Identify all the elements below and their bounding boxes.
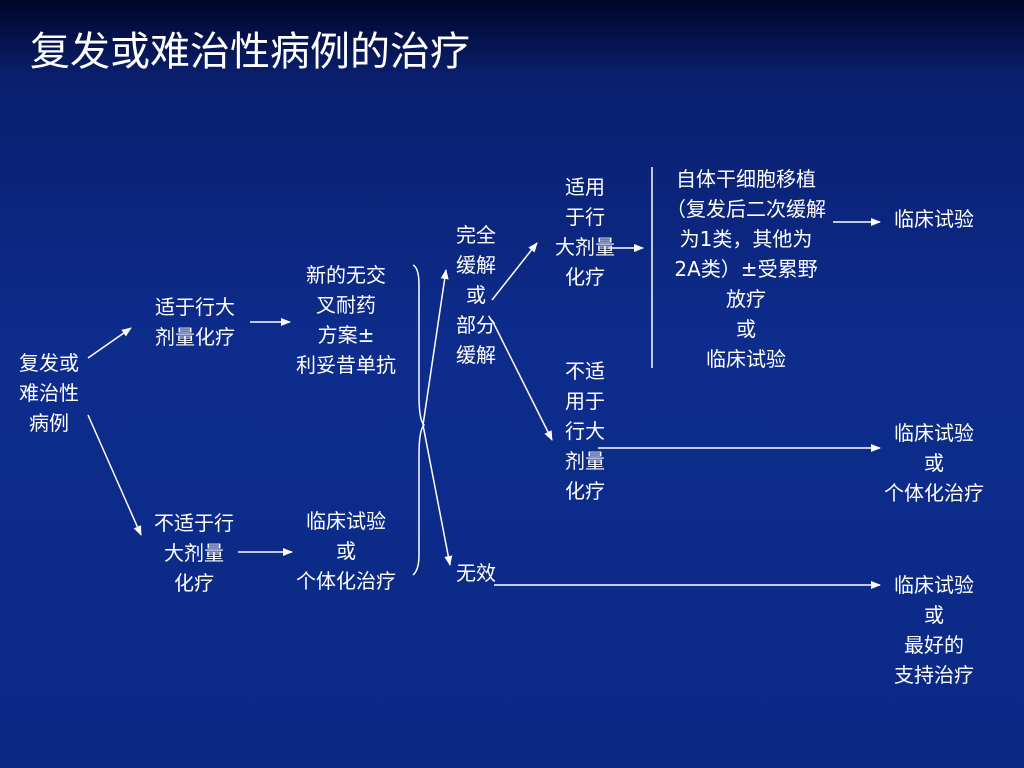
node-line: 临床试验 [706, 347, 786, 371]
node-line: 不适 [565, 359, 605, 383]
arrow-cr-to-unsuitable [491, 319, 553, 441]
node-line: 大剂量 [164, 541, 224, 565]
node-line: 利妥昔单抗 [296, 353, 396, 377]
node-line: 不适于行 [154, 511, 234, 535]
node-line: 缓解 [456, 343, 496, 367]
node-line: 难治性 [19, 381, 79, 405]
node-line: 完全 [456, 223, 496, 247]
node-line: 化疗 [174, 571, 214, 595]
node-line: 部分 [456, 313, 496, 337]
node-line: 自体干细胞移植 [676, 167, 816, 191]
node-asct: 自体干细胞移植 （复发后二次缓解 为1类，其他为 2A类）±受累野 放疗 或 临… [650, 164, 842, 374]
node-line: 化疗 [565, 479, 605, 503]
node-line: 或 [924, 451, 944, 475]
node-line: 个体化治疗 [884, 481, 984, 505]
node-line: 复发或 [19, 351, 79, 375]
node-line: 个体化治疗 [296, 569, 396, 593]
node-line: 为1类，其他为 [679, 227, 813, 251]
node-unfit-high-dose: 不适于行 大剂量 化疗 [140, 508, 248, 598]
node-line: 无效 [456, 561, 496, 585]
node-line: 剂量化疗 [155, 325, 235, 349]
node-line: 病例 [29, 411, 69, 435]
node-line: 最好的 [904, 633, 964, 657]
node-suitable-high-dose: 适用 于行 大剂量 化疗 [540, 172, 630, 292]
node-line: 于行 [565, 205, 605, 229]
node-line: 或 [336, 539, 356, 563]
node-cr-or-pr: 完全 缓解 或 部分 缓解 [446, 220, 506, 370]
arrow-to-cr-pr [422, 269, 449, 426]
node-trial-or-supportive: 临床试验 或 最好的 支持治疗 [876, 570, 992, 690]
node-line: 方案± [317, 323, 375, 347]
node-trial-top: 临床试验 [876, 204, 992, 234]
node-line: 临床试验 [894, 573, 974, 597]
arrow-cr-to-suitable [491, 242, 538, 301]
node-line: （复发后二次缓解 [666, 197, 826, 221]
arrow-to-no-effect [422, 424, 453, 566]
node-line: 缓解 [456, 253, 496, 277]
node-unsuitable-high-dose: 不适 用于 行大 剂量 化疗 [548, 356, 622, 506]
node-no-effect: 无效 [446, 558, 506, 588]
node-line: 或 [736, 317, 756, 341]
node-line: 大剂量 [555, 235, 615, 259]
node-new-regimen: 新的无交 叉耐药 方案± 利妥昔单抗 [278, 260, 414, 380]
node-line: 叉耐药 [316, 293, 376, 317]
node-trial-or-individual-left: 临床试验 或 个体化治疗 [280, 506, 412, 596]
node-fit-high-dose: 适于行大 剂量化疗 [140, 292, 250, 352]
node-line: 或 [466, 283, 486, 307]
node-line: 放疗 [726, 287, 766, 311]
page-title: 复发或难治性病例的治疗 [30, 29, 470, 75]
node-line: 新的无交 [306, 263, 386, 287]
node-line: 支持治疗 [894, 663, 974, 687]
node-line: 用于 [565, 389, 605, 413]
bracket-new-regimen [412, 264, 426, 576]
arrow-root-to-unfit [87, 414, 142, 536]
node-line: 临床试验 [894, 421, 974, 445]
node-line: 临床试验 [306, 509, 386, 533]
node-line: 适于行大 [155, 295, 235, 319]
node-line: 2A类）±受累野 [674, 257, 818, 281]
node-line: 或 [924, 603, 944, 627]
arrow-root-to-fit [87, 327, 132, 359]
node-line: 剂量 [565, 449, 605, 473]
node-line: 化疗 [565, 265, 605, 289]
node-trial-or-individual-right: 临床试验 或 个体化治疗 [868, 418, 1000, 508]
node-line: 临床试验 [894, 207, 974, 231]
node-root-cases: 复发或 难治性 病例 [8, 348, 90, 438]
node-line: 行大 [565, 419, 605, 443]
node-line: 适用 [565, 175, 605, 199]
